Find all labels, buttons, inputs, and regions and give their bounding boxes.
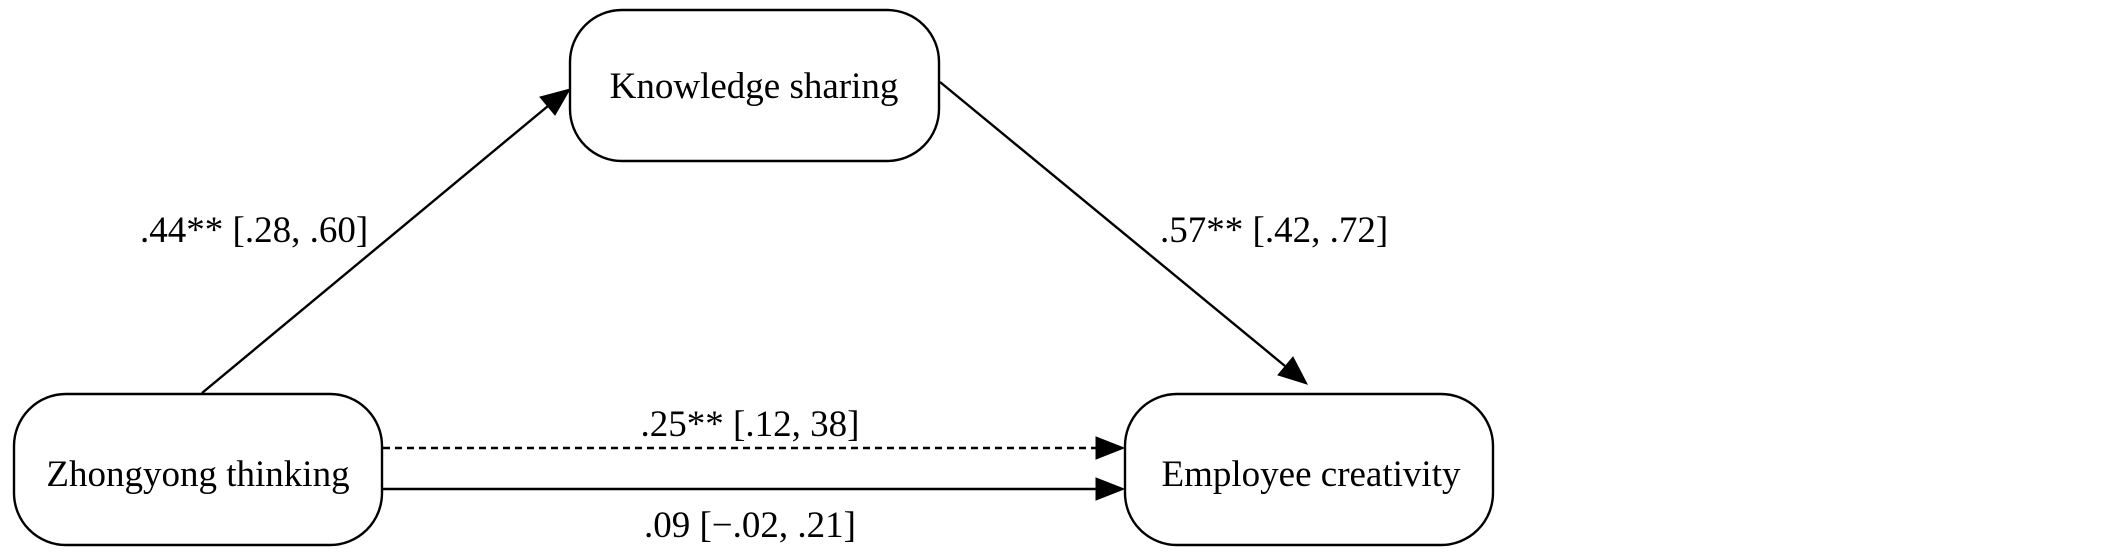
- edge-label-direct-effect: .09 [−.02, .21]: [644, 505, 856, 546]
- edge-label-total-effect: .25** [.12, 38]: [641, 404, 860, 445]
- edge-line: [939, 81, 1286, 367]
- arrow-head: [1277, 356, 1308, 385]
- edge-label-a-path: .44** [.28, .60]: [140, 210, 368, 251]
- edge-label-b-path: .57** [.42, .72]: [1160, 210, 1388, 251]
- node-box: [1123, 392, 1495, 547]
- edge-total-effect-dashed: [383, 436, 1126, 460]
- arrow-head: [1095, 477, 1126, 501]
- node-label-zhongyong-thinking: Zhongyong thinking: [46, 454, 349, 495]
- arrow-head: [1095, 436, 1126, 460]
- node-box: [568, 8, 941, 163]
- node-label-employee-creativity: Employee creativity: [1162, 454, 1461, 495]
- node-zhongyong-thinking: Zhongyong thinking: [12, 392, 384, 547]
- edge-zhongyong-to-knowledge: [201, 88, 572, 394]
- edge-line: [201, 105, 549, 394]
- node-knowledge-sharing: Knowledge sharing: [568, 8, 941, 163]
- node-label-knowledge-sharing: Knowledge sharing: [610, 66, 899, 107]
- edge-knowledge-to-creativity: [939, 81, 1308, 385]
- edge-direct-effect: [383, 477, 1126, 501]
- node-employee-creativity: Employee creativity: [1123, 392, 1495, 547]
- arrow-head: [539, 88, 572, 116]
- node-box: [12, 392, 384, 547]
